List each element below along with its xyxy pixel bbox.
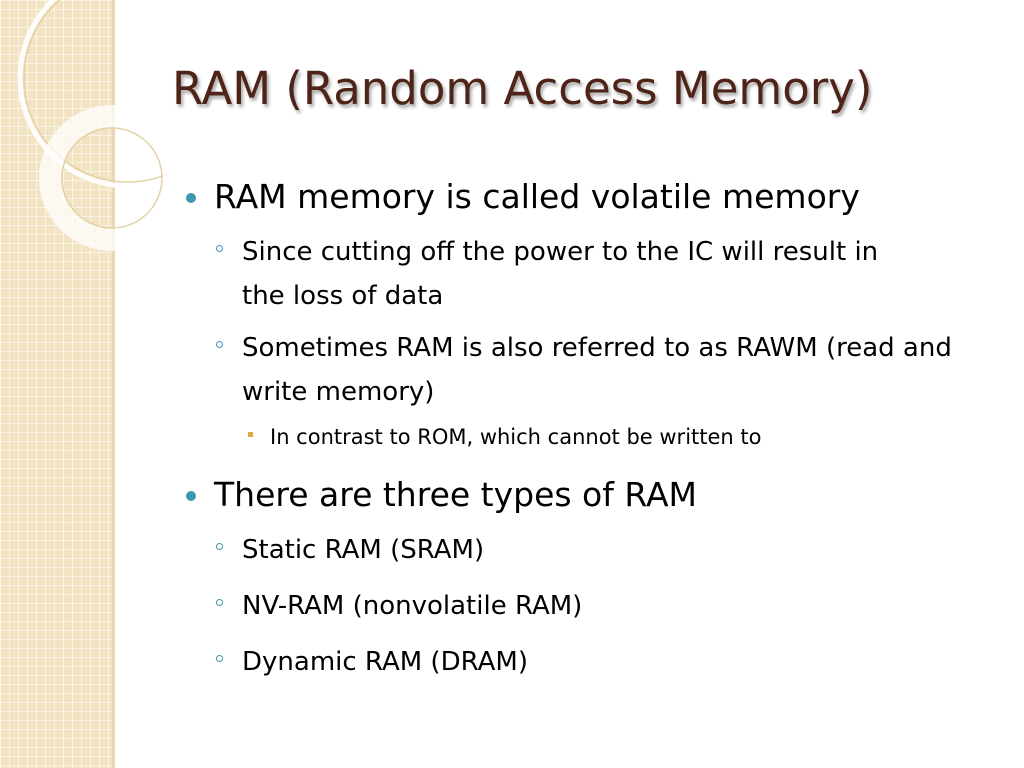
- sub-bullet-text: Dynamic RAM (DRAM): [242, 647, 528, 677]
- bullet-ring-icon: [216, 245, 223, 252]
- bullet-text: There are three types of RAM: [214, 475, 697, 514]
- side-panel-edge: [112, 0, 115, 768]
- sub-sub-bullet-text: In contrast to ROM, which cannot be writ…: [270, 425, 762, 449]
- bullet-ring-icon: [216, 655, 223, 662]
- bullet-dot-icon: [186, 193, 196, 203]
- bullet-dot-icon: [186, 491, 196, 501]
- bullet-square-icon: [248, 432, 253, 437]
- sub-bullet-text: Since cutting off the power to the IC wi…: [242, 237, 879, 311]
- slide-title: RAM (Random Access Memory): [172, 62, 873, 115]
- bullet-ring-icon: [216, 599, 223, 606]
- bullet-item: RAM memory is called volatile memory: [184, 172, 1004, 222]
- decorative-circles: [17, 0, 170, 251]
- sub-bullet-text: Sometimes RAM is also referred to as RAW…: [242, 333, 952, 407]
- sub-bullet-item: Static RAM (SRAM): [216, 528, 1004, 572]
- sub-bullet-item: NV-RAM (nonvolatile RAM): [216, 584, 1004, 628]
- sub-bullet-item: Since cutting off the power to the IC wi…: [216, 230, 902, 318]
- sub-bullet-item: Sometimes RAM is also referred to as RAW…: [216, 326, 1002, 414]
- sub-bullet-item: Dynamic RAM (DRAM): [216, 640, 1004, 684]
- bullet-item: There are three types of RAM: [184, 470, 1004, 520]
- sub-sub-bullet-item: In contrast to ROM, which cannot be writ…: [248, 418, 1004, 456]
- bullet-text: RAM memory is called volatile memory: [214, 177, 860, 216]
- sub-bullet-text: Static RAM (SRAM): [242, 535, 485, 565]
- bullet-list: RAM memory is called volatile memory Sin…: [184, 172, 1004, 684]
- sub-bullet-text: NV-RAM (nonvolatile RAM): [242, 591, 583, 621]
- bullet-ring-icon: [216, 543, 223, 550]
- bullet-ring-icon: [216, 341, 223, 348]
